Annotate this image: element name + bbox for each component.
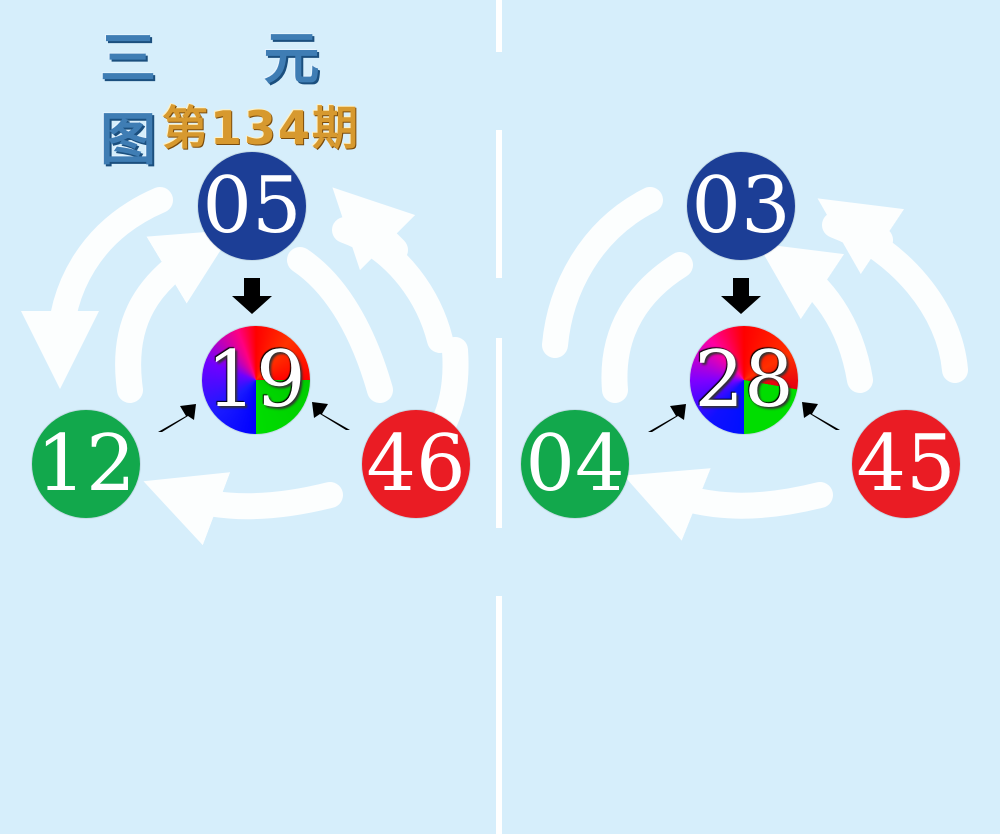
left-center-ball: 19 bbox=[202, 326, 310, 434]
pointer-arrow-left-ul bbox=[158, 404, 196, 432]
left-bottom-left-ball: 12 bbox=[32, 410, 140, 518]
divider-mid bbox=[496, 130, 502, 278]
swirl-arrow-left-5 bbox=[287, 247, 393, 403]
swirl-arrow-left-1 bbox=[21, 187, 173, 389]
divider-bottom bbox=[496, 596, 502, 834]
pointer-arrow-right-ur bbox=[802, 402, 840, 430]
swirl-arrow-right-6 bbox=[623, 468, 833, 541]
pointer-arrow-right-down bbox=[721, 278, 761, 314]
right-bottom-left-ball: 04 bbox=[521, 410, 629, 518]
issue-prefix: 第 bbox=[162, 101, 210, 155]
issue-label: 第134期 bbox=[162, 92, 360, 158]
pointer-arrow-left-ur bbox=[312, 402, 350, 430]
swirl-arrow-left-3 bbox=[332, 187, 416, 271]
issue-number: 134 bbox=[210, 101, 313, 155]
issue-suffix: 期 bbox=[312, 101, 361, 155]
right-bottom-right-ball: 45 bbox=[852, 410, 960, 518]
divider-lower bbox=[496, 338, 502, 528]
page-title: 三 元 图 bbox=[100, 27, 364, 173]
swirl-arrow-right-3 bbox=[817, 198, 905, 275]
pointer-arrow-right-ul bbox=[648, 404, 686, 432]
swirl-arrow-left-4 bbox=[115, 229, 234, 403]
swirl-arrow-right-1 bbox=[542, 187, 663, 358]
left-bottom-right-ball: 46 bbox=[362, 410, 470, 518]
right-center-ball: 28 bbox=[690, 326, 798, 434]
right-top-ball: 03 bbox=[687, 152, 795, 260]
swirl-arrow-left-6 bbox=[143, 472, 343, 546]
swirl-arrow-right-4 bbox=[601, 252, 693, 403]
pointer-arrow-left-down bbox=[232, 278, 272, 314]
divider-top bbox=[496, 0, 502, 52]
swirl-arrow-right-5 bbox=[757, 243, 873, 393]
left-top-ball: 05 bbox=[198, 152, 306, 260]
